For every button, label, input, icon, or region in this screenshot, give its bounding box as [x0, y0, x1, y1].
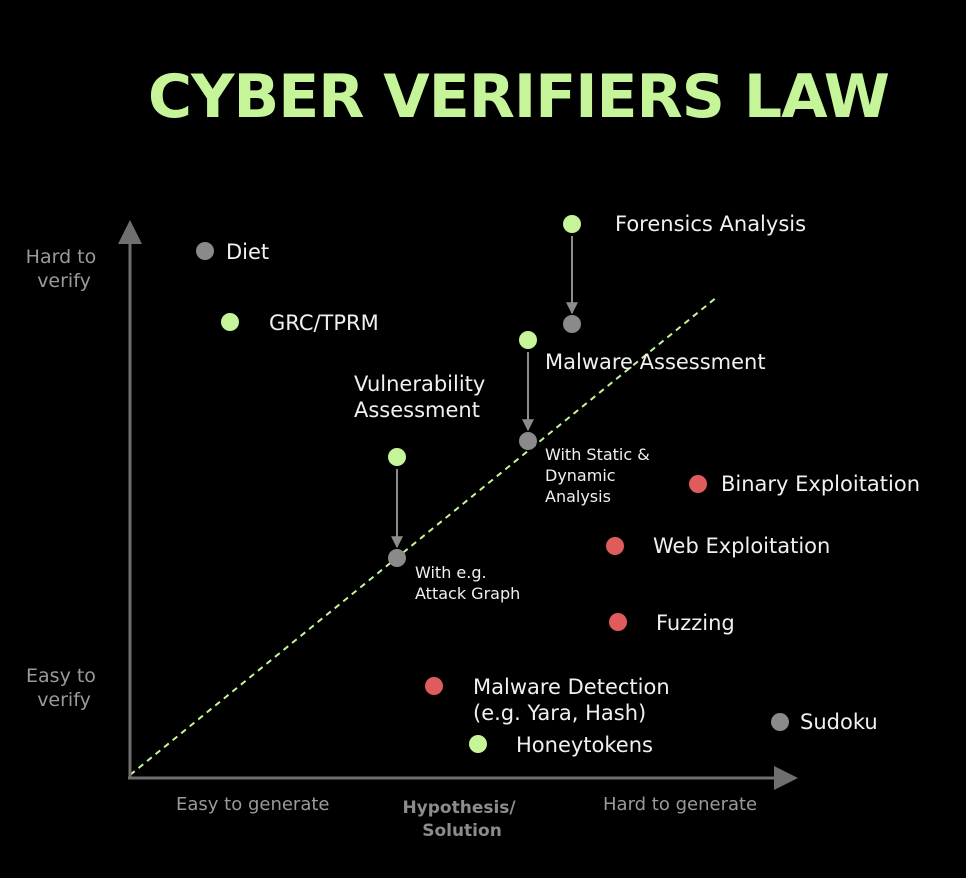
points-layer [196, 215, 789, 753]
grc-label: GRC/TPRM [269, 311, 379, 335]
malware-detection-label-line-2: (e.g. Yara, Hash) [473, 701, 646, 725]
vulnerability-assessment-label-line-2: Assessment [354, 398, 480, 422]
forensics-point [563, 215, 581, 233]
web-exploitation-label: Web Exploitation [653, 534, 830, 558]
binary-exploitation-point [689, 475, 707, 493]
y-axis-top-label-line-1: Hard to [26, 246, 97, 268]
malware-assessment-label: Malware Assessment [545, 350, 766, 374]
malware-detection-point [425, 677, 443, 695]
vulnerability-assessment-verified-label-line-2: Attack Graph [415, 584, 520, 603]
honeytokens-label: Honeytokens [516, 733, 653, 757]
forensics-label: Forensics Analysis [615, 212, 806, 236]
web-exploitation-point [606, 537, 624, 555]
sudoku-label-line-1: Sudoku [800, 710, 878, 734]
malware-assessment-point [519, 331, 537, 349]
x-axis-title-line-1: Hypothesis/ [402, 798, 516, 818]
fuzzing-point [609, 613, 627, 631]
x-axis-title-line-2: Solution [422, 821, 502, 841]
binary-exploitation-label: Binary Exploitation [721, 472, 920, 496]
vulnerability-assessment-verified-label-line-1: With e.g. [415, 563, 487, 582]
malware-assessment-verified-label-line-2: Dynamic [545, 466, 616, 485]
x-axis-left-label: Easy to generate [176, 794, 330, 815]
vulnerability-assessment-point [388, 448, 406, 466]
malware-assessment-label-line-1: Malware Assessment [545, 350, 766, 374]
forensics-verified-point [563, 315, 581, 333]
malware-assessment-verified-label-line-1: With Static & [545, 445, 650, 464]
honeytokens-label-line-1: Honeytokens [516, 733, 653, 757]
binary-exploitation-label-line-1: Binary Exploitation [721, 472, 920, 496]
web-exploitation-label-line-1: Web Exploitation [653, 534, 830, 558]
vulnerability-assessment-label-line-1: Vulnerability [354, 372, 485, 396]
y-axis-bottom-label-line-1: Easy to [26, 665, 96, 687]
diagonal-line [129, 296, 718, 776]
y-axis-bottom-label-line-2: verify [37, 689, 91, 711]
grc-point [221, 313, 239, 331]
sudoku-label: Sudoku [800, 710, 878, 734]
fuzzing-label-line-1: Fuzzing [656, 611, 735, 635]
honeytokens-point [469, 735, 487, 753]
fuzzing-label: Fuzzing [656, 611, 735, 635]
diet-label-line-1: Diet [226, 240, 269, 264]
x-axis-right-label: Hard to generate [603, 794, 757, 815]
x-axis-title: Hypothesis/ Solution [402, 798, 521, 841]
grc-label-line-1: GRC/TPRM [269, 311, 379, 335]
sudoku-point [771, 713, 789, 731]
diet-point [196, 242, 214, 260]
y-axis-top-label-line-2: verify [37, 270, 91, 292]
forensics-label-line-1: Forensics Analysis [615, 212, 806, 236]
y-axis-bottom-label: Easy to verify [26, 665, 102, 711]
page-title: CYBER VERIFIERS LAW [148, 62, 890, 132]
malware-detection-label: Malware Detection(e.g. Yara, Hash) [473, 675, 670, 725]
vulnerability-assessment-verified-label: With e.g. Attack Graph [415, 563, 520, 603]
arrows-layer [391, 236, 578, 549]
malware-assessment-verified-point [519, 432, 537, 450]
malware-detection-label-line-1: Malware Detection [473, 675, 670, 699]
y-axis-top-label: Hard to verify [26, 246, 103, 292]
vulnerability-assessment-verified-point [388, 549, 406, 567]
diet-label: Diet [226, 240, 269, 264]
malware-assessment-verified-label-line-3: Analysis [545, 487, 611, 506]
